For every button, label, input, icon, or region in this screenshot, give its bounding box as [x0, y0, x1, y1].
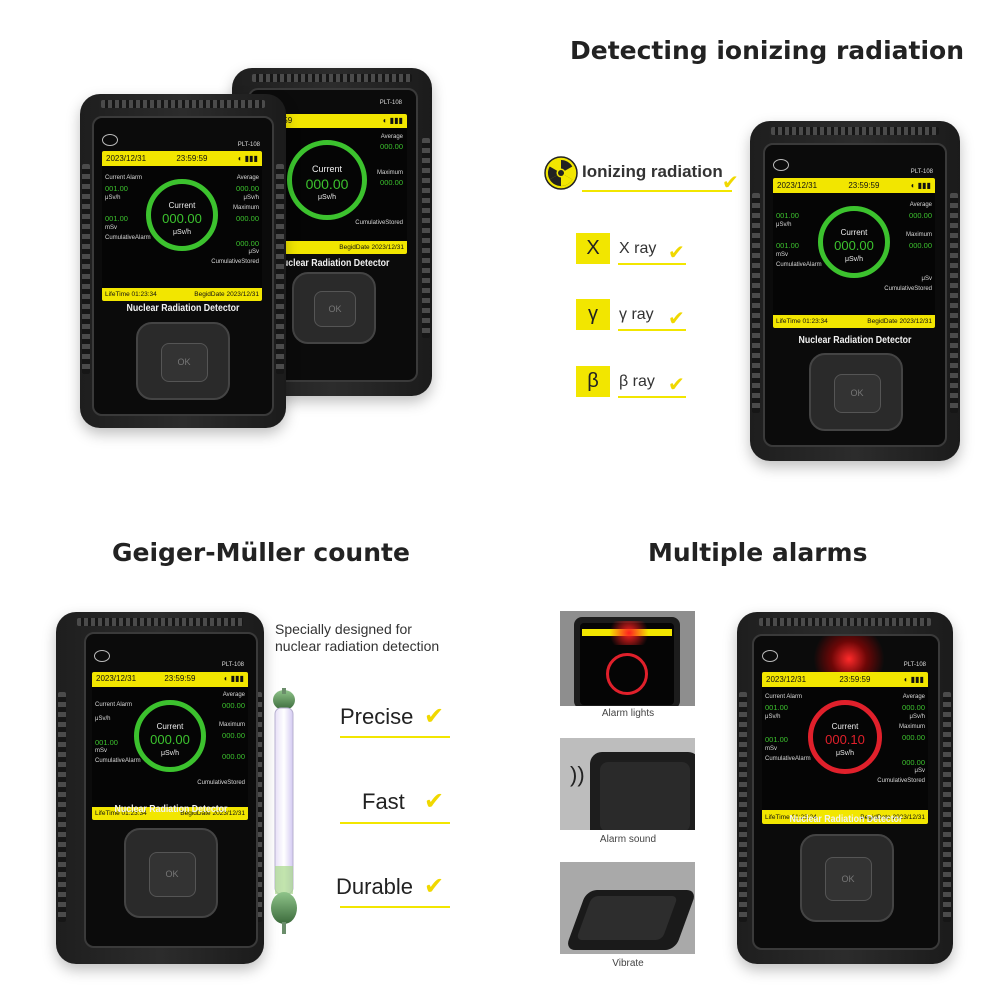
control-pad[interactable]: OK [292, 272, 376, 344]
ionizing-radiation-label: Ionizing radiation [582, 162, 723, 181]
control-pad[interactable]: OK [809, 353, 903, 431]
brand-logo [94, 650, 110, 662]
thumb-vibrate [560, 862, 695, 954]
check-icon: ✔ [668, 308, 685, 330]
control-pad[interactable]: OK [124, 828, 218, 918]
check-icon: ✔ [424, 873, 445, 900]
radiation-item-beta: β β ray [576, 366, 655, 397]
geiger-caption-2: nuclear radiation detection [275, 638, 440, 654]
check-icon: ✔ [424, 788, 445, 815]
heading-geiger: Geiger-Müller counte [112, 538, 410, 567]
check-icon: ✔ [668, 374, 685, 396]
control-pad[interactable]: OK [136, 322, 230, 400]
heading-detecting: Detecting ionizing radiation [570, 36, 965, 65]
brand-logo [762, 650, 778, 662]
check-icon: ✔ [668, 242, 685, 264]
geiger-tube [264, 686, 304, 936]
radiation-icon [544, 156, 578, 190]
feature-durable: Durable [336, 874, 414, 899]
control-pad[interactable]: OK [800, 834, 894, 922]
feature-precise: Precise [340, 704, 414, 729]
caption-vibrate: Vibrate [612, 958, 644, 969]
brand-logo [102, 134, 118, 146]
caption-alarm-lights: Alarm lights [601, 708, 655, 719]
radiation-item-x: X X ray [576, 233, 656, 264]
radiation-item-gamma: γ γ ray [576, 299, 654, 330]
check-icon: ✔ [424, 703, 445, 730]
thumb-alarm-sound: )) [560, 738, 695, 830]
brand-logo [773, 159, 789, 171]
sound-wave-icon: )) [570, 762, 585, 787]
caption-alarm-sound: Alarm sound [599, 834, 657, 845]
heading-alarms: Multiple alarms [648, 538, 868, 567]
check-icon: ✔ [722, 172, 739, 194]
feature-fast: Fast [362, 789, 405, 814]
geiger-caption-1: Specially designed for [275, 621, 412, 637]
thumb-alarm-lights [560, 611, 695, 706]
